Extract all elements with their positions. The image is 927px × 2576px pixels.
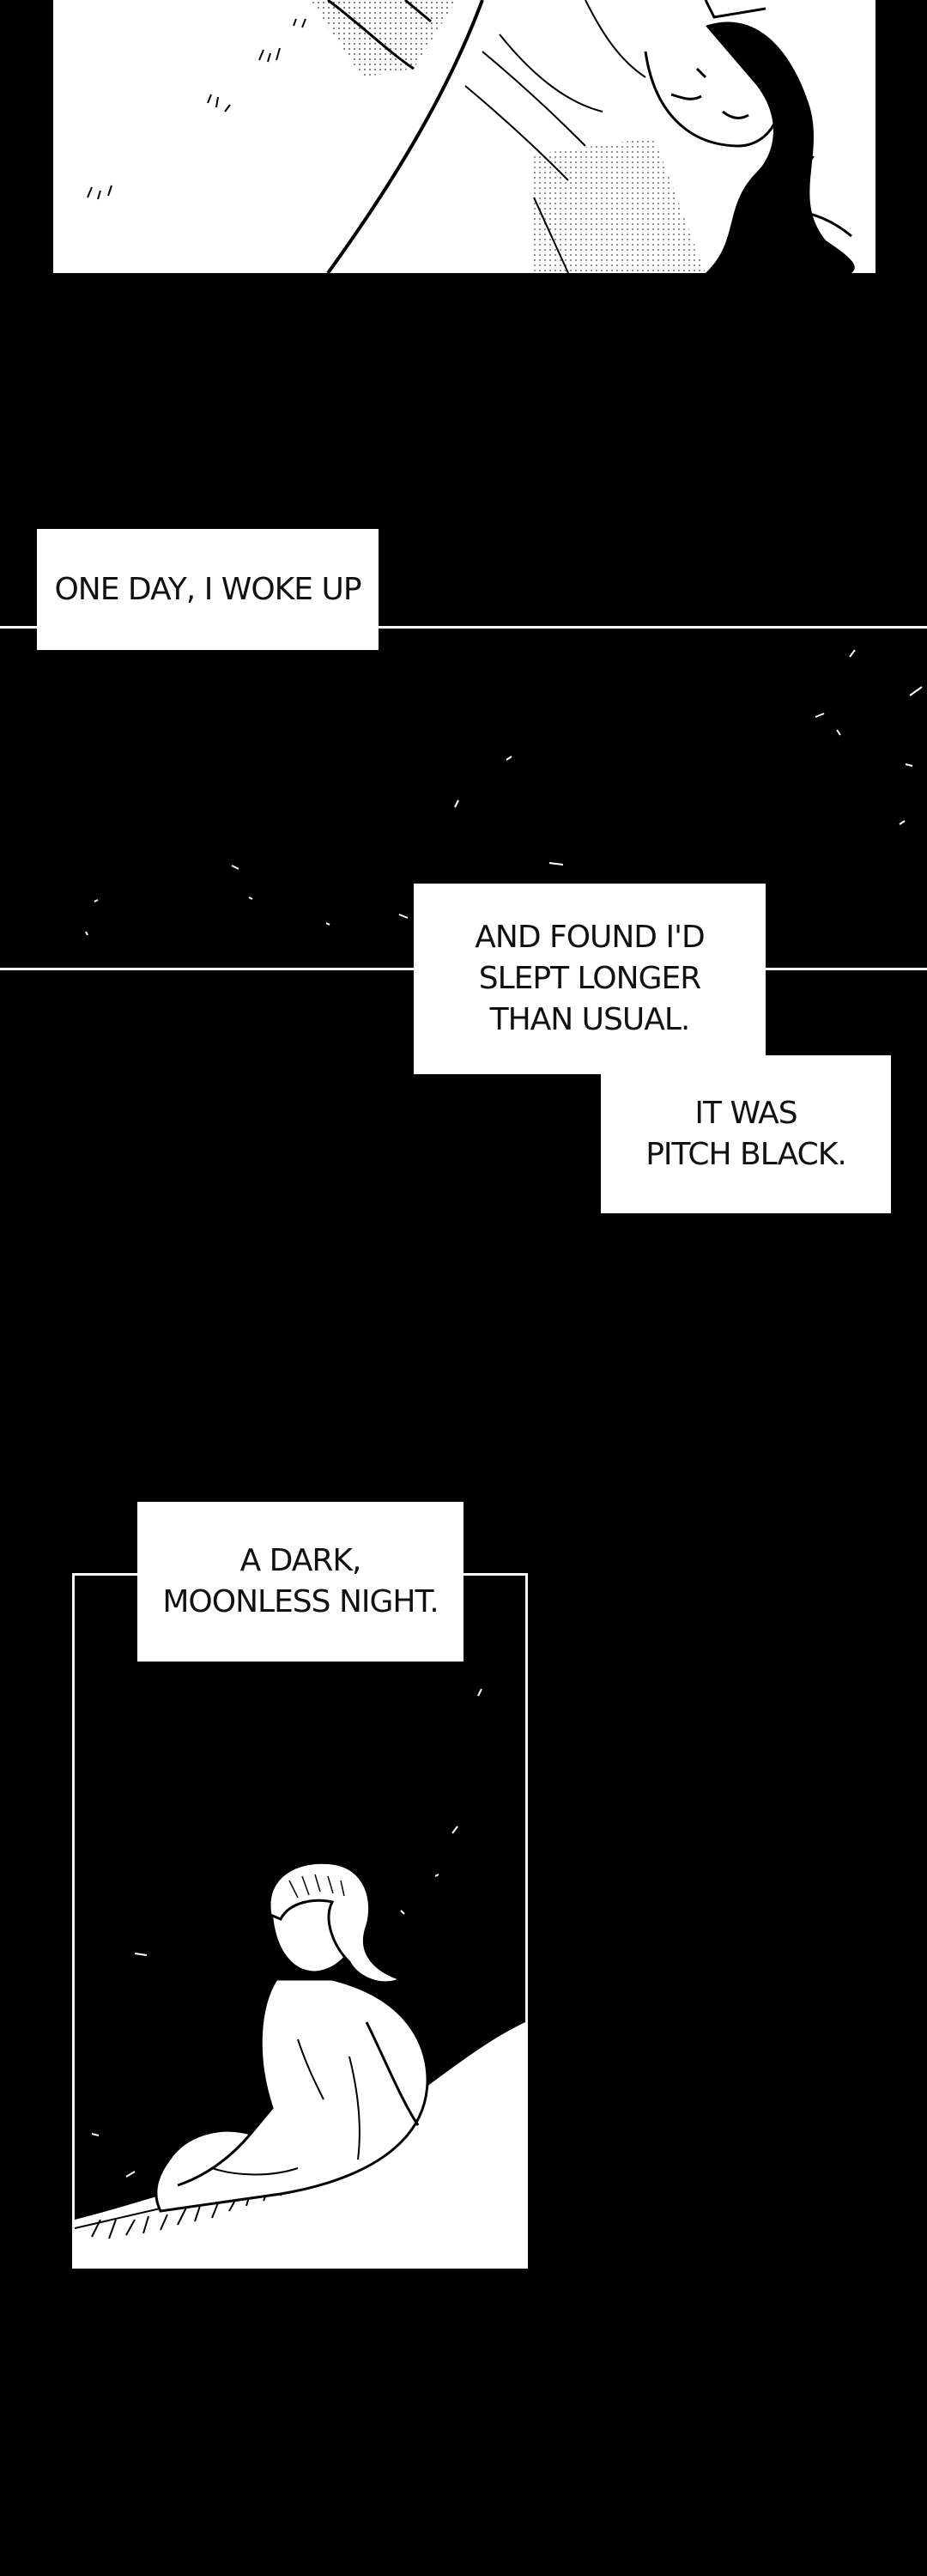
panel-lying-in-grass bbox=[53, 0, 876, 273]
divider-line-1 bbox=[0, 626, 927, 629]
caption-moonless-night: A DARK, MOONLESS NIGHT. bbox=[137, 1502, 464, 1662]
caption-woke-up-text: ONE DAY, I WOKE UP bbox=[54, 571, 361, 607]
caption-pitch-black-text: IT WAS PITCH BLACK. bbox=[645, 1096, 847, 1172]
caption-moonless-night-text: A DARK, MOONLESS NIGHT. bbox=[162, 1543, 439, 1619]
caption-pitch-black: IT WAS PITCH BLACK. bbox=[601, 1055, 891, 1213]
stars-illustration bbox=[85, 649, 923, 936]
caption-slept-longer-text: AND FOUND I'D SLEPT LONGER THAN USUAL. bbox=[475, 920, 705, 1037]
caption-slept-longer: AND FOUND I'D SLEPT LONGER THAN USUAL. bbox=[414, 884, 766, 1074]
panel-sitting-on-hill bbox=[72, 1573, 528, 2269]
caption-woke-up: ONE DAY, I WOKE UP bbox=[37, 529, 379, 650]
sitting-figure-illustration bbox=[75, 1688, 525, 2266]
lying-figure-illustration bbox=[87, 0, 855, 273]
night-sky-specks bbox=[0, 635, 927, 945]
